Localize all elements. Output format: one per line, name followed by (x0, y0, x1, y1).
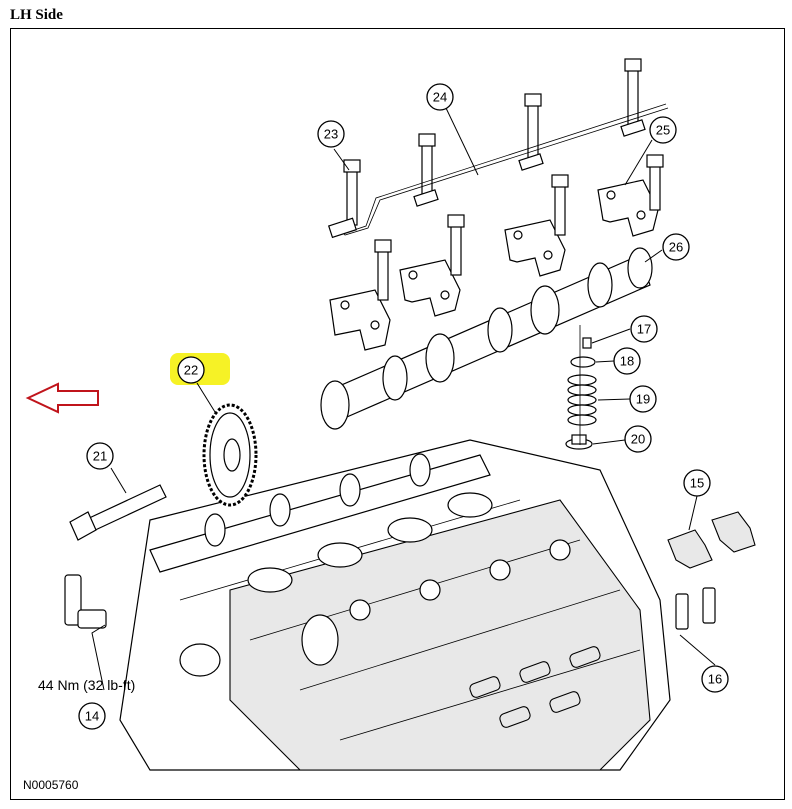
callout-26: 26 (662, 233, 690, 261)
cap-bolts (343, 58, 664, 301)
valve-spring-retainer (570, 356, 596, 368)
diagram-frame (10, 28, 785, 800)
valve-keepers (582, 337, 592, 349)
camshaft (320, 247, 653, 430)
svg-text:21: 21 (93, 449, 107, 464)
callout-22: 22 (177, 356, 205, 384)
svg-text:18: 18 (620, 354, 634, 369)
svg-text:16: 16 (708, 672, 722, 687)
bearing-caps (329, 179, 659, 351)
front-direction-arrow-icon (25, 382, 99, 414)
figure-code: N0005760 (23, 778, 79, 792)
callout-15: 15 (683, 469, 711, 497)
lash-adjusters (675, 587, 716, 630)
svg-text:20: 20 (631, 432, 645, 447)
valve-seal (565, 434, 593, 450)
valve-spring (567, 374, 597, 426)
callout-14: 14 (78, 702, 106, 730)
svg-text:19: 19 (636, 392, 650, 407)
callout-19: 19 (629, 385, 657, 413)
callout-21: 21 (86, 442, 114, 470)
leader-lines (91, 107, 716, 691)
page-title: LH Side (10, 7, 63, 23)
callout-25: 25 (649, 116, 677, 144)
callout-18: 18 (613, 347, 641, 375)
svg-text:14: 14 (85, 709, 99, 724)
callout-24: 24 (426, 83, 454, 111)
svg-text:25: 25 (656, 123, 670, 138)
camshaft-sprocket (202, 403, 258, 507)
callout-20: 20 (624, 425, 652, 453)
lower-camshaft (149, 453, 491, 573)
torque-label: 44 Nm (32 lb-ft) (38, 677, 136, 693)
callout-17: 17 (630, 315, 658, 343)
svg-text:23: 23 (324, 127, 338, 142)
sprocket-bolt (69, 484, 167, 541)
svg-text:17: 17 (637, 322, 651, 337)
svg-text:24: 24 (433, 90, 447, 105)
callout-23: 23 (317, 120, 345, 148)
oil-tube (327, 103, 669, 239)
roller-followers (667, 511, 756, 569)
svg-text:26: 26 (669, 240, 683, 255)
svg-text:15: 15 (690, 476, 704, 491)
sensor (64, 574, 107, 629)
callout-16: 16 (701, 665, 729, 693)
svg-text:22: 22 (184, 363, 198, 378)
